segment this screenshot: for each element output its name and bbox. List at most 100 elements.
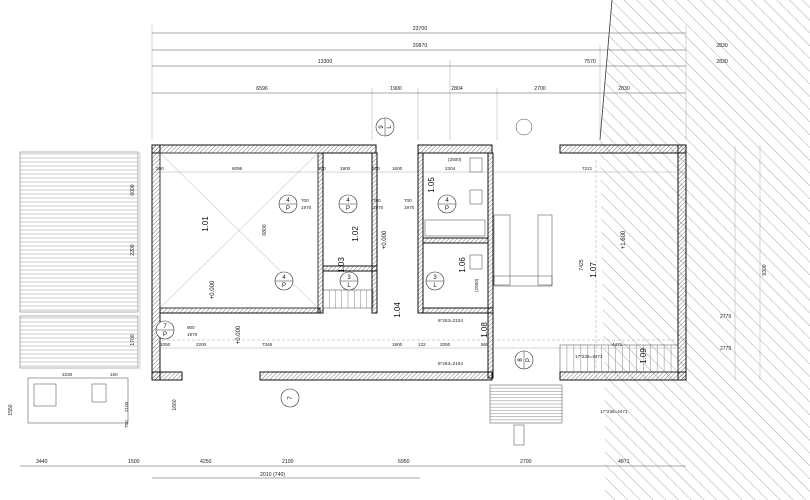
dim-top-row4-b: 1900 xyxy=(390,86,402,92)
bath-dim-2: (2500) xyxy=(474,278,479,292)
door-tag: 3 L xyxy=(339,271,359,291)
dim-vert-7: 6000 xyxy=(130,184,136,195)
dim-right-2: 2779 xyxy=(720,314,731,320)
svg-text:4: 4 xyxy=(286,198,290,204)
dim-bottom-5: 6950 xyxy=(398,459,410,465)
room-1-02: 1.02 xyxy=(351,226,360,242)
dim-inner-2: 6096 xyxy=(232,166,243,171)
dim-top-row4-e: 2830 xyxy=(618,86,630,92)
room-1-08: 1.08 xyxy=(480,322,489,338)
door-tag: 4 P xyxy=(274,271,294,291)
dim-inner-5: 300 xyxy=(372,166,380,171)
level-main: +0.000 xyxy=(210,280,216,299)
dim-top-row4-d: 2700 xyxy=(534,86,546,92)
terrain-edge xyxy=(599,0,613,141)
dim-bottom-6: 2700 xyxy=(520,459,532,465)
terrain-hatch xyxy=(600,0,810,500)
door-size-height: 1970 xyxy=(373,205,384,210)
dim-vert-6: 1550 xyxy=(8,404,14,415)
door-size-width: 700 xyxy=(404,198,412,203)
door-size-width: 900 xyxy=(187,325,195,330)
column-marker xyxy=(515,118,533,136)
stair-label-2: 17*236=4471 xyxy=(600,409,628,414)
dim-mid-3: 7346 xyxy=(262,342,273,347)
dim-left-2: 150 xyxy=(110,372,118,377)
building-walls xyxy=(151,144,687,381)
svg-text:P: P xyxy=(163,332,167,338)
dim-top-row2-b: 2830 xyxy=(716,43,728,49)
bathtub xyxy=(424,219,486,237)
svg-text:4: 4 xyxy=(445,198,449,204)
dim-right-3: 2779 xyxy=(720,346,731,352)
door-tag: 4 P xyxy=(338,194,358,214)
dim-top-row3-a: 13300 xyxy=(318,59,333,65)
door-size-height: 1970 xyxy=(301,205,312,210)
sink xyxy=(469,189,483,205)
svg-text:4: 4 xyxy=(346,198,350,204)
room-1-06: 1.06 xyxy=(458,257,467,273)
svg-text:P: P xyxy=(286,206,290,212)
dim-mid-5: 132 xyxy=(418,342,426,347)
dim-inner-6: 1600 xyxy=(392,166,403,171)
dim-inner-1: 300 xyxy=(156,166,164,171)
dim-left-3: 2100 xyxy=(124,401,129,412)
dim-vert-5: 1700 xyxy=(130,334,136,345)
door-tag: 4 P xyxy=(437,194,457,214)
dim-vert-4: 2200 xyxy=(130,244,136,255)
dim-mid-7: 569 xyxy=(481,342,489,347)
dim-top-row3-c: 2830 xyxy=(716,59,728,65)
svg-text:4: 4 xyxy=(282,275,286,281)
svg-text:8: 8 xyxy=(518,358,524,362)
door-tag: 8 P xyxy=(514,350,534,370)
dim-vert-1: 6800 xyxy=(262,224,268,235)
door-tag: 9 L xyxy=(375,117,395,137)
dim-bottom-4: 2100 xyxy=(282,459,294,465)
door-size-width: 700 xyxy=(301,198,309,203)
svg-text:L: L xyxy=(387,125,393,129)
level-upper: +1.600 xyxy=(621,230,627,249)
dim-mid-6: 2050 xyxy=(440,342,451,347)
dim-top-row4-c: 2804 xyxy=(451,86,463,92)
svg-text:9: 9 xyxy=(379,125,385,129)
dim-right-1: 9300 xyxy=(762,264,768,275)
deck-lower xyxy=(19,315,139,369)
svg-text:7: 7 xyxy=(163,324,167,330)
svg-text:L: L xyxy=(347,283,351,289)
dim-left-4: 750 xyxy=(124,420,129,428)
stair-label-1: 17*236=4471 xyxy=(575,354,603,359)
svg-text:P: P xyxy=(282,283,286,289)
svg-text:P: P xyxy=(346,206,350,212)
dim-top-row3-b: 7570 xyxy=(584,59,596,65)
deck-upper xyxy=(19,151,139,313)
room-1-04: 1.04 xyxy=(393,302,402,318)
stair-label-4: 8*263=2104 xyxy=(438,361,463,366)
left-structure xyxy=(27,377,129,424)
section-mark: 7 xyxy=(280,388,300,408)
dim-bottom-8: 2010 (740) xyxy=(260,472,285,478)
door-tag: 7 P xyxy=(155,320,175,340)
dim-vert-3: 1660 xyxy=(172,399,178,410)
svg-text:7: 7 xyxy=(288,396,294,400)
dim-top-total: 23700 xyxy=(413,26,428,32)
stair-upper xyxy=(559,344,679,373)
dim-inner-3: 300 xyxy=(318,166,326,171)
svg-text:3: 3 xyxy=(347,275,351,281)
level-outside: +0.000 xyxy=(236,325,242,344)
dim-mid-4: 1900 xyxy=(392,342,403,347)
dim-inner-8: 7221 xyxy=(582,166,593,171)
dim-top-row4-a: 6596 xyxy=(256,86,268,92)
dim-left-1: 2230 xyxy=(62,372,73,377)
kitchen-counter xyxy=(493,214,511,286)
room-1-03: 1.03 xyxy=(337,257,346,273)
door-tag: 4 P xyxy=(278,194,298,214)
top-dimension-chains xyxy=(151,25,687,140)
svg-text:P: P xyxy=(445,206,449,212)
dim-bottom-1: 3440 xyxy=(36,459,48,465)
dim-inner-4: 1900 xyxy=(340,166,351,171)
door-size-height: 1970 xyxy=(404,205,415,210)
stair-label-3: 8*263=2104 xyxy=(438,318,463,323)
dim-bottom-3: 4250 xyxy=(200,459,212,465)
room-1-09: 1.09 xyxy=(639,348,648,364)
dim-mid-8: 4471 xyxy=(612,342,623,347)
